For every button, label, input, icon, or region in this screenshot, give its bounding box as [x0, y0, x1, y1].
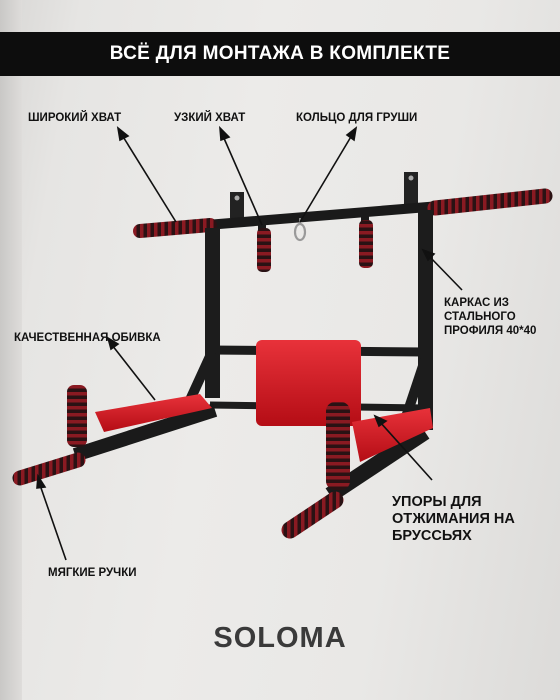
upholstery-label: КАЧЕСТВЕННАЯ ОБИВКА [14, 332, 161, 344]
frame-label: КАРКАС ИЗ СТАЛЬНОГО ПРОФИЛЯ 40*40 [444, 297, 537, 337]
wall-corner [0, 0, 22, 700]
banner-title: ВСЁ ДЛЯ МОНТАЖА В КОМПЛЕКТЕ [109, 43, 451, 64]
narrow-grips [257, 215, 373, 272]
brand-logo: SOLOMA [213, 622, 347, 654]
wide-grip-label: ШИРОКИЙ ХВАТ [28, 112, 122, 124]
narrow-grip-label: УЗКИЙ ХВАТ [174, 112, 246, 124]
steel-frame [185, 210, 433, 430]
annotation-arrows [36, 125, 463, 561]
bag-ring-label: КОЛЬЦО ДЛЯ ГРУШИ [296, 112, 418, 124]
soft-handles-label: МЯГКИЕ РУЧКИ [48, 567, 137, 579]
top-banner: ВСЁ ДЛЯ МОНТАЖА В КОМПЛЕКТЕ [0, 32, 560, 76]
dips-label: УПОРЫ ДЛЯ ОТЖИМАНИЯ НА БРУССЬЯХ [392, 494, 515, 544]
wall-brackets [230, 172, 418, 218]
left-dip-arm [12, 385, 218, 486]
top-bar [133, 188, 553, 238]
